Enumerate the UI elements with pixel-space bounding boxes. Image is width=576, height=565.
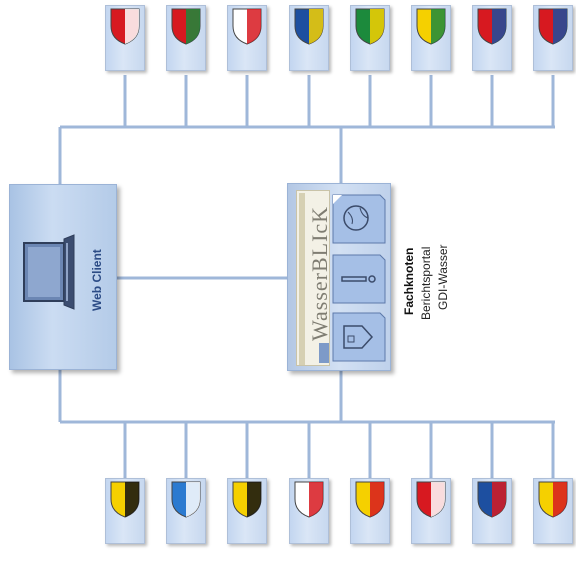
top-state-box[interactable] xyxy=(472,5,512,71)
bottom-state-box[interactable] xyxy=(350,478,390,544)
top-state-box[interactable] xyxy=(289,5,329,71)
coat-of-arms-icon xyxy=(477,481,507,518)
coat-of-arms-icon xyxy=(538,8,568,45)
coat-of-arms-icon xyxy=(171,8,201,45)
bottom-state-box[interactable] xyxy=(411,478,451,544)
coat-of-arms-icon xyxy=(538,481,568,518)
coat-of-arms-icon xyxy=(294,481,324,518)
gdi-wasser-label: GDI-Wasser xyxy=(436,244,450,310)
wasserblick-banner: WasserBLIcK xyxy=(296,190,330,366)
coat-of-arms-icon xyxy=(110,481,140,518)
coat-of-arms-icon xyxy=(171,481,201,518)
globe-icon[interactable] xyxy=(332,194,386,244)
web-client-box[interactable]: Web Client xyxy=(9,184,117,370)
bottom-state-box[interactable] xyxy=(533,478,573,544)
house-icon[interactable] xyxy=(332,312,386,362)
coat-of-arms-icon xyxy=(232,8,262,45)
bottom-state-box[interactable] xyxy=(227,478,267,544)
bottom-state-box[interactable] xyxy=(472,478,512,544)
coat-of-arms-icon xyxy=(416,8,446,45)
coat-of-arms-icon xyxy=(110,8,140,45)
top-state-box[interactable] xyxy=(350,5,390,71)
top-state-box[interactable] xyxy=(533,5,573,71)
coat-of-arms-icon xyxy=(294,8,324,45)
bottom-state-box[interactable] xyxy=(105,478,145,544)
wasserblick-logo-text: WasserBLIcK xyxy=(307,205,330,341)
berichtsportal-box[interactable]: WasserBLIcK xyxy=(287,183,391,371)
coat-of-arms-icon xyxy=(355,481,385,518)
fachknoten-title: Fachknoten xyxy=(402,247,416,315)
bottom-state-box[interactable] xyxy=(166,478,206,544)
coat-of-arms-icon xyxy=(232,481,262,518)
coat-of-arms-icon xyxy=(477,8,507,45)
web-client-label: Web Client xyxy=(90,249,104,311)
top-state-box[interactable] xyxy=(105,5,145,71)
coat-of-arms-icon xyxy=(416,481,446,518)
laptop-icon xyxy=(23,234,75,310)
bottom-state-box[interactable] xyxy=(289,478,329,544)
top-state-box[interactable] xyxy=(411,5,451,71)
top-state-box[interactable] xyxy=(227,5,267,71)
info-icon[interactable] xyxy=(332,254,386,304)
coat-of-arms-icon xyxy=(355,8,385,45)
berichtsportal-label: Berichtsportal xyxy=(419,246,433,320)
top-state-box[interactable] xyxy=(166,5,206,71)
